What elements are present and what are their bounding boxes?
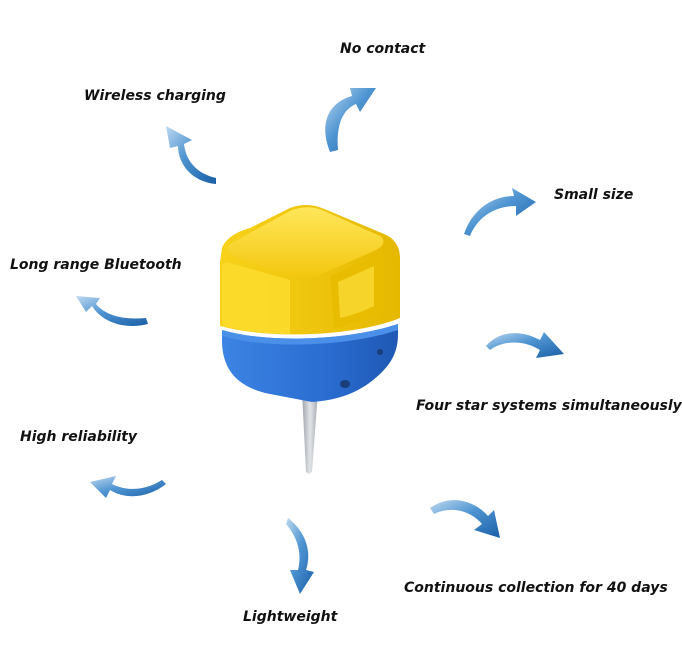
- device-port: [340, 380, 350, 388]
- label-lightweight: Lightweight: [243, 609, 338, 625]
- label-small-size: Small size: [554, 187, 634, 203]
- arrow-continuous-collection: [430, 500, 500, 538]
- curved-arrow-icon: [325, 88, 376, 152]
- device-port: [377, 349, 383, 355]
- curved-arrow-icon: [90, 476, 166, 498]
- feature-diagram: No contact Wireless charging Small size …: [10, 41, 682, 625]
- device-housing-top: [227, 207, 384, 278]
- device-base: [222, 324, 398, 402]
- curved-arrow-icon: [166, 126, 216, 184]
- curved-arrow-icon: [286, 518, 314, 594]
- curved-arrow-icon: [464, 188, 536, 236]
- label-long-range-bluetooth: Long range Bluetooth: [10, 257, 182, 273]
- arrow-small-size: [464, 188, 536, 236]
- device-probe: [302, 392, 318, 474]
- label-wireless-charging: Wireless charging: [84, 88, 226, 104]
- arrow-four-star-systems: [486, 332, 564, 358]
- label-four-star-systems: Four star systems simultaneously: [416, 398, 682, 414]
- curved-arrow-icon: [76, 296, 148, 326]
- arrow-no-contact: [325, 88, 376, 152]
- curved-arrow-icon: [430, 500, 500, 538]
- device-base-top-rim: [222, 324, 398, 345]
- arrow-high-reliability: [90, 476, 166, 498]
- label-high-reliability: High reliability: [20, 429, 138, 445]
- arrow-lightweight: [286, 518, 314, 594]
- curved-arrow-icon: [486, 332, 564, 358]
- arrow-wireless-charging: [166, 126, 216, 184]
- label-no-contact: No contact: [340, 41, 426, 57]
- sensor-device: [220, 205, 400, 474]
- device-window-inner: [338, 266, 374, 318]
- arrow-long-range-bluetooth: [76, 296, 148, 326]
- label-continuous-collection: Continuous collection for 40 days: [404, 580, 668, 596]
- device-front-face: [222, 262, 290, 334]
- diagram-artwork: [76, 88, 564, 594]
